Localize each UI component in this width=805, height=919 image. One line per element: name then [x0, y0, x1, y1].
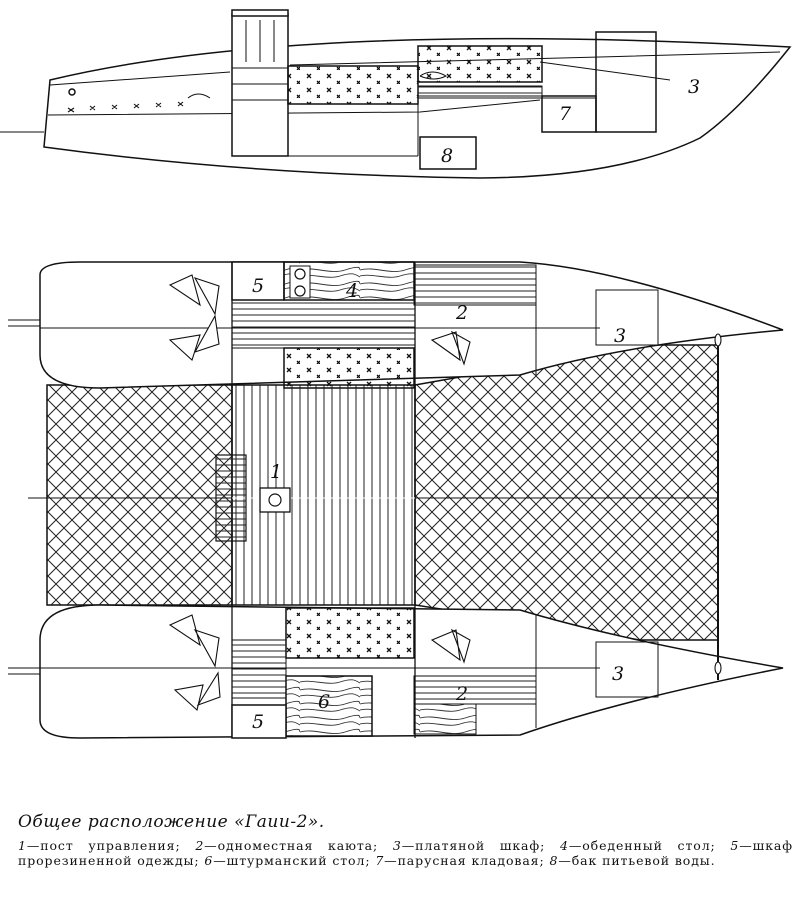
legend-item: 6—штурманский стол;	[204, 853, 376, 868]
berth-bottom-crosses	[285, 607, 415, 659]
side-label-3: 3	[688, 76, 700, 98]
plan-bottom-label-2: 2	[455, 683, 468, 705]
side-sail-locker	[541, 95, 597, 133]
plan-top-label-2: 2	[455, 302, 468, 324]
plan-label-1: 1	[270, 461, 282, 483]
plan-bottom-label-6: 6	[318, 691, 330, 713]
chart-table	[285, 675, 373, 737]
hull-bottom-outline	[39, 604, 784, 739]
legend-item: 4—обеденный стол;	[559, 838, 731, 853]
caption-title: Общее расположение «Гаuи-2».	[18, 812, 325, 832]
caption-legend: 1—пост управления; 2—одноместная каюта; …	[18, 838, 793, 868]
legend-item: 1—пост управления;	[18, 838, 196, 853]
plan-top-label-5: 5	[252, 275, 264, 297]
cabin-bottom-berth	[413, 675, 537, 705]
plan-top-label-4: 4	[345, 280, 358, 302]
legend-item: 7—парусная кладовая;	[375, 853, 550, 868]
berth-top-crosses	[283, 347, 415, 389]
cabin-top-berth	[413, 264, 537, 306]
wardrobe-bottom	[595, 641, 659, 698]
side-berth-left	[287, 65, 419, 105]
side-hull-outline	[43, 37, 792, 179]
side-elevation	[0, 9, 792, 179]
side-water-tank	[419, 136, 477, 170]
general-arrangement-drawing: 3 7 8	[0, 9, 792, 739]
control-post	[259, 487, 291, 513]
side-deck-line	[49, 51, 781, 86]
plan-view	[8, 261, 784, 739]
plan-top-label-3: 3	[614, 325, 626, 347]
legend-item: 3—платяной шкаф;	[392, 838, 560, 853]
plan-bottom-label-5: 5	[252, 711, 264, 733]
figure-caption: Общее расположение «Гаuи-2». 1—пост упра…	[18, 812, 793, 868]
side-label-7: 7	[559, 103, 572, 125]
side-label-8: 8	[441, 145, 453, 167]
helm-grating	[215, 454, 247, 542]
wardrobe-top	[595, 289, 659, 346]
legend-item: 5—шкаф прорезиненной одежды;	[18, 838, 793, 868]
trampoline-net-forward	[414, 344, 719, 641]
legend-item: 2—одноместная каюта;	[195, 838, 393, 853]
legend-item: 8—бак питьевой воды.	[549, 853, 716, 868]
side-locker-wardrobe	[595, 31, 657, 133]
side-sheer-line	[47, 99, 541, 116]
side-berth-right	[417, 45, 543, 83]
trampoline-net-aft	[46, 384, 233, 606]
plan-bottom-label-3: 3	[612, 663, 624, 685]
